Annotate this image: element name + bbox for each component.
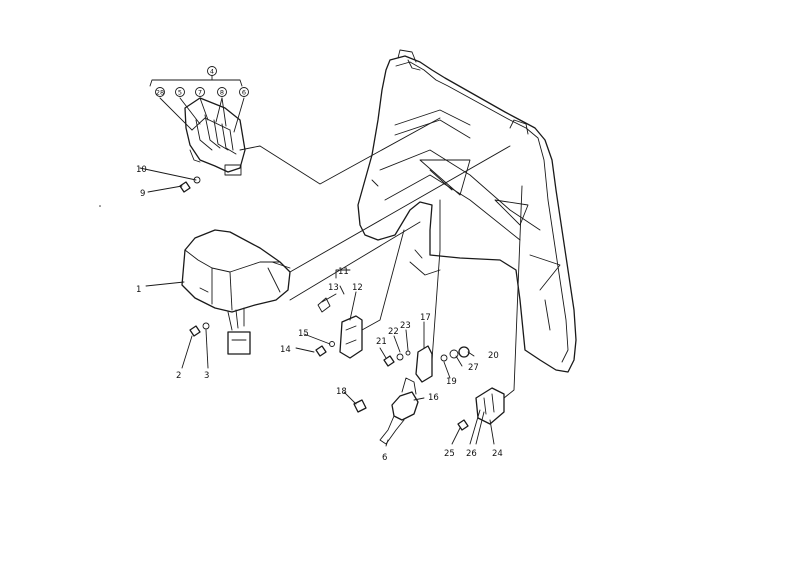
label-18: 18 [336, 387, 347, 397]
label-14: 14 [280, 345, 291, 355]
callout-circle-8 [217, 87, 227, 97]
callout-6-circled: 6 [242, 89, 246, 97]
label-12: 12 [352, 283, 363, 293]
callout-circle-7 [195, 87, 205, 97]
label-23: 23 [400, 321, 411, 331]
label-19: 19 [446, 377, 457, 387]
label-13: 13 [328, 283, 339, 293]
label-11: 11 [338, 267, 349, 277]
callout-8: 8 [220, 89, 224, 97]
label-22: 22 [388, 327, 399, 337]
callout-circle-6 [239, 87, 249, 97]
callout-4: 4 [210, 68, 214, 76]
leader-lines [139, 73, 523, 447]
terminal-block [184, 97, 246, 176]
small-parts [179, 176, 505, 445]
callout-circle-28 [155, 87, 165, 97]
mounting-panel [357, 49, 577, 373]
label-21: 21 [376, 337, 387, 347]
label-15: 15 [298, 329, 309, 339]
callout-28: 28 [156, 89, 164, 97]
callout-5: 5 [178, 89, 182, 97]
callout-circle-5 [175, 87, 185, 97]
label-20: 20 [488, 351, 499, 361]
label-3: 3 [204, 371, 209, 381]
stray-dot [99, 205, 101, 207]
label-1: 1 [136, 285, 141, 295]
part-labels: 1 2 3 6 9 10 11 12 13 14 15 16 17 18 19 … [136, 165, 503, 463]
label-26: 26 [466, 449, 477, 459]
label-6: 6 [382, 453, 387, 463]
label-2: 2 [176, 371, 181, 381]
label-24: 24 [492, 449, 503, 459]
callout-7: 7 [198, 89, 202, 97]
relay-cover [181, 229, 291, 355]
label-16: 16 [428, 393, 439, 403]
callout-circle-4 [207, 66, 217, 76]
label-17: 17 [420, 313, 431, 323]
label-25: 25 [444, 449, 455, 459]
label-9: 9 [140, 189, 145, 199]
label-27: 27 [468, 363, 479, 373]
circled-callouts: 4 28 5 7 8 6 [155, 66, 249, 97]
label-10: 10 [136, 165, 147, 175]
